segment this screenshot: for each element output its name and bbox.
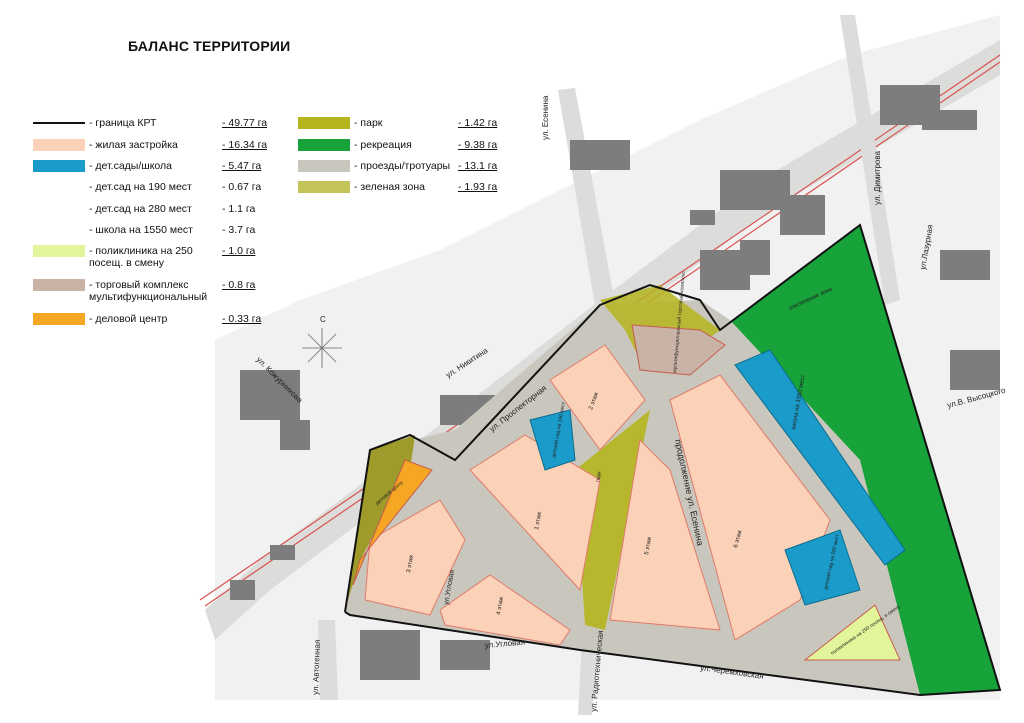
legend-left-swatch-6 [33, 245, 85, 257]
legend-right-value-3: - 1.93 га [458, 181, 498, 193]
legend-left-label-0: - граница КРТ [89, 117, 157, 129]
legend-left-label-7: - торговый комплекс мультифункциональный [89, 279, 208, 303]
legend-left-label-5: - школа на 1550 мест [89, 224, 193, 236]
label-floors-1: 1 этаж [534, 512, 543, 531]
page-title: БАЛАНС ТЕРРИТОРИИ [128, 38, 291, 54]
street-dimitrova: ул. Димитрова [873, 150, 882, 205]
legend-right-label-0: - парк [354, 117, 383, 129]
legend-left-label-3: - дет.сад на 190 мест [89, 181, 192, 193]
road-dimitrova [840, 15, 900, 305]
compass-icon [302, 328, 342, 368]
trade-block [631, 324, 726, 376]
legend-right-label-1: - рекреация [354, 139, 412, 151]
residential-blocks [364, 344, 831, 646]
legend-left-value-5: - 3.7 га [222, 224, 256, 236]
legend-left-value-3: - 0.67 га [222, 181, 262, 193]
street-uglovaya: ул.Угловая [484, 638, 525, 650]
legend-left-swatch-8 [33, 313, 85, 325]
label-floors-2: 2 этаж [588, 392, 600, 411]
road-radiotekhnicheskaya [578, 640, 598, 715]
education-blocks [529, 349, 906, 606]
label-floors-3: 3 этаж [406, 555, 415, 574]
krt-boundary [344, 223, 1002, 697]
label-floors-6: 6 этаж [733, 530, 743, 549]
legend-left-value-6: - 1.0 га [222, 245, 256, 257]
legend-right-swatch-3 [298, 181, 350, 193]
legend-left-swatch-0 [33, 117, 85, 129]
legend-left-value-8: - 0.33 га [222, 313, 262, 325]
street-esenina: ул. Есенина [541, 95, 550, 140]
legend-left-swatch-4 [33, 203, 85, 215]
legend-left-value-0: - 49.77 га [222, 117, 268, 129]
park-central [575, 410, 650, 630]
legend-left-value-1: - 16.34 га [222, 139, 268, 151]
legend-left-swatch-3 [33, 181, 85, 193]
label-park: парк [595, 470, 603, 482]
legend-right-value-1: - 9.38 га [458, 139, 498, 151]
road-avtogennaya [318, 620, 338, 700]
legend-right-label-2: - проезды/тротуары [354, 160, 451, 172]
legend-left-label-4: - дет.сад на 280 мест [89, 203, 192, 215]
label-floors-4: 4 этаж [496, 597, 505, 616]
legend-left-value-4: - 1.1 га [222, 203, 256, 215]
legend-right-label-3: - зеленая зона [354, 181, 425, 193]
legend-left-value-7: - 0.8 га [222, 279, 256, 291]
surrounding-buildings [230, 85, 1000, 680]
legend-right-swatch-1 [298, 139, 350, 151]
legend-left-swatch-7 [33, 279, 85, 291]
legend-left-label-8: - деловой центр [89, 313, 168, 325]
legend-left-label-2: - дет.сады/школа [89, 160, 172, 172]
label-floors-5: 5 этаж [644, 537, 653, 556]
legend-right-swatch-0 [298, 117, 350, 129]
legend-right-value-0: - 1.42 га [458, 117, 498, 129]
legend-right-swatch-2 [298, 160, 350, 172]
legend-right-value-2: - 13.1 га [458, 160, 498, 172]
legend-left-label-1: - жилая застройка [89, 139, 178, 151]
legend-left-swatch-2 [33, 160, 85, 172]
compass-label: С [320, 315, 326, 324]
legend-left-label-6: - поликлиника на 250 посещ. в смену [89, 245, 193, 269]
business-block [352, 459, 433, 586]
legend-left-value-2: - 5.47 га [222, 160, 262, 172]
clinic-block [803, 604, 901, 661]
legend-left-swatch-1 [33, 139, 85, 151]
legend-left-swatch-5 [33, 224, 85, 236]
legend-left-swatch-line-0 [33, 122, 85, 124]
street-avtogennaya: ул. Автогенная [311, 640, 322, 695]
